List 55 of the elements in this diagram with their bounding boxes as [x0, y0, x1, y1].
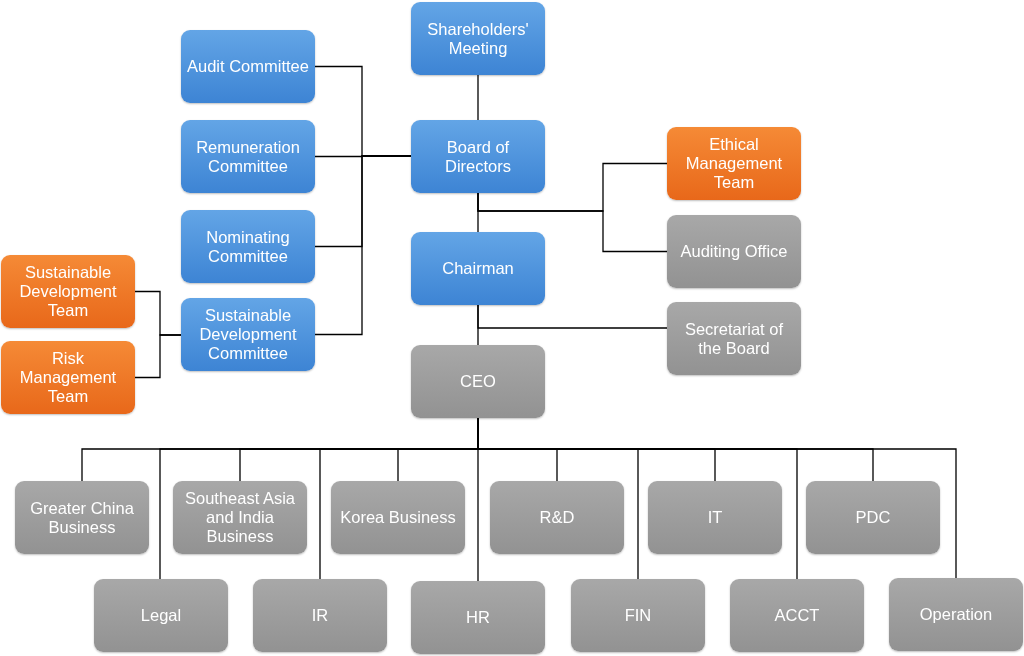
- unit-label: Risk Management Team: [18, 349, 118, 406]
- unit-label: Auditing Office: [680, 242, 788, 261]
- org-unit-box: [331, 481, 465, 554]
- unit-label: Korea Business: [340, 508, 456, 527]
- connector-line: [477, 74, 479, 121]
- unit-label: Remuneration Committee: [195, 137, 301, 176]
- unit-label: Secretariat of the Board: [683, 319, 785, 358]
- connector-line: [477, 304, 479, 346]
- org-unit-box: [173, 481, 307, 554]
- unit-label: Ethical Management Team: [684, 135, 784, 192]
- org-unit-box: [15, 481, 149, 554]
- unit-label: Board of Directors: [444, 137, 512, 176]
- unit-label: Operation: [919, 605, 993, 624]
- unit-label: Chairman: [442, 259, 514, 278]
- org-unit-box: [411, 581, 545, 654]
- unit-label: ACCT: [774, 606, 820, 625]
- org-unit-box: [667, 127, 801, 200]
- unit-label: HR: [466, 608, 490, 627]
- org-unit-box: [889, 578, 1023, 651]
- org-unit-box: [571, 579, 705, 652]
- org-unit-box: [1, 341, 135, 414]
- org-unit-box: [667, 302, 801, 375]
- unit-label: PDC: [855, 508, 891, 527]
- unit-label: R&D: [539, 508, 575, 527]
- unit-label: Nominating Committee: [205, 227, 291, 266]
- unit-label: CEO: [460, 372, 496, 391]
- connector-line: [314, 155, 412, 336]
- org-unit-box: [667, 215, 801, 288]
- org-unit-box: [490, 481, 624, 554]
- org-unit-box: [181, 120, 315, 193]
- org-unit-box: [411, 2, 545, 75]
- org-unit-box: [181, 30, 315, 103]
- org-unit-box: [411, 232, 545, 305]
- unit-label: FIN: [624, 606, 652, 625]
- unit-label: Audit Committee: [187, 57, 309, 76]
- org-unit-box: [181, 210, 315, 283]
- org-unit-box: [648, 481, 782, 554]
- unit-label: Southeast Asia and India Business: [183, 489, 297, 546]
- unit-label: IT: [707, 508, 723, 527]
- org-unit-box: [1, 255, 135, 328]
- org-unit-box: [730, 579, 864, 652]
- org-unit-box: [94, 579, 228, 652]
- unit-label: Legal: [140, 606, 182, 625]
- connector-line: [477, 192, 668, 253]
- org-unit-box: [181, 298, 315, 371]
- org-unit-box: [411, 345, 545, 418]
- org-unit-box: [253, 579, 387, 652]
- unit-label: Sustainable Development Team: [18, 263, 118, 320]
- unit-label: Greater China Business: [29, 498, 135, 537]
- unit-label: Shareholders' Meeting: [426, 19, 530, 58]
- connector-line: [134, 334, 182, 379]
- unit-label: IR: [311, 606, 329, 625]
- org-unit-box: [411, 120, 545, 193]
- org-unit-box: [806, 481, 940, 554]
- unit-label: Sustainable Development Committee: [198, 306, 298, 363]
